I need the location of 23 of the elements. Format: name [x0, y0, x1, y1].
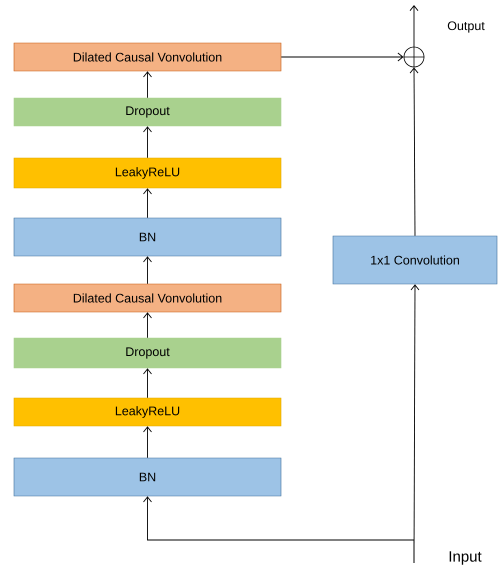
arrow — [410, 284, 420, 564]
arrow — [143, 368, 152, 398]
arrow — [143, 312, 152, 338]
output-label: Output — [448, 21, 485, 33]
convolution-box: Dilated Causal Vonvolution — [14, 284, 282, 312]
arrow — [143, 71, 152, 98]
dropout-box: Dropout — [14, 98, 282, 126]
input-label: Input — [450, 551, 482, 565]
normalization-box: BN — [14, 458, 282, 496]
arrow — [410, 5, 418, 48]
activation-box: LeakyReLU — [14, 158, 282, 188]
arrow — [410, 67, 418, 236]
convolution-box: Dilated Causal Vonvolution — [14, 42, 282, 72]
dropout-box: Dropout — [14, 338, 282, 368]
sum-symbol — [403, 46, 425, 68]
convolution-box: 1x1 Convolution — [332, 236, 498, 284]
normalization-box: BN — [14, 218, 282, 256]
arrow — [143, 256, 152, 284]
activation-box: LeakyReLU — [14, 398, 282, 426]
arrow — [143, 188, 152, 218]
arrow — [280, 52, 404, 62]
arrow — [143, 126, 152, 158]
arrow — [143, 426, 152, 458]
